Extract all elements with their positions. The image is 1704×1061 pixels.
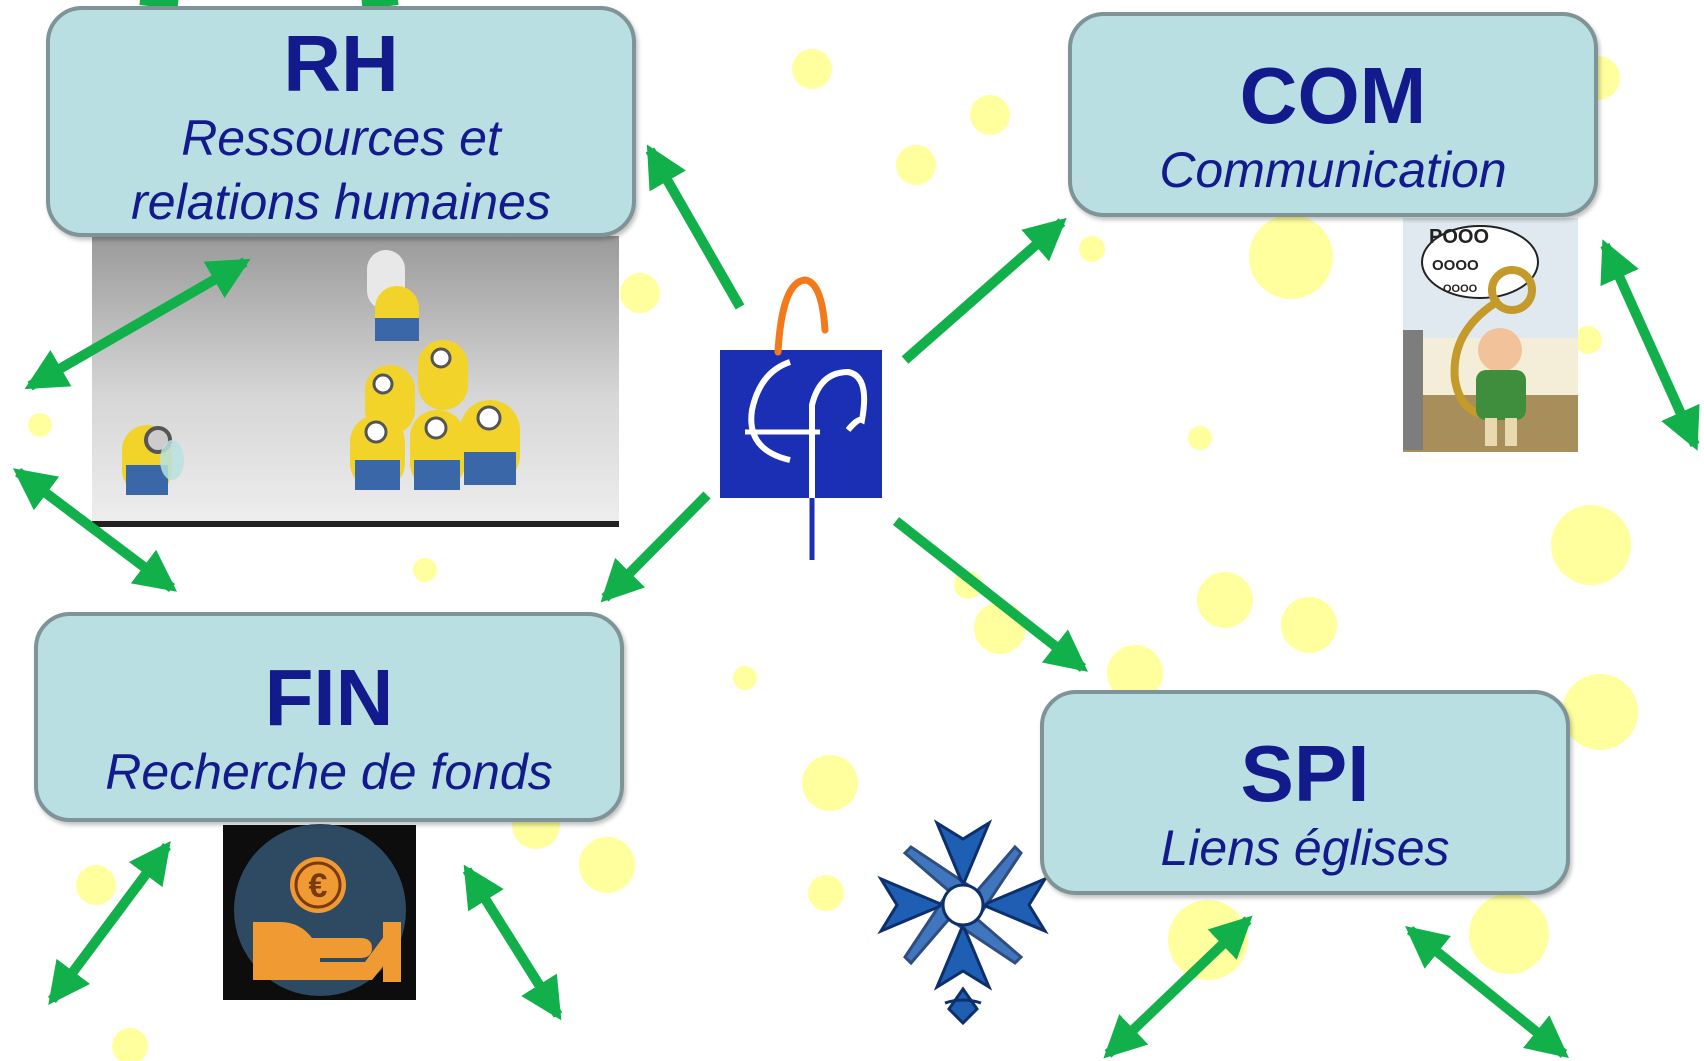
spi-box: SPI Liens églises: [1040, 690, 1570, 895]
fin-box: FIN Recherche de fonds: [34, 612, 624, 822]
arrow-logo-to-rh: [645, 144, 745, 310]
arrow-com-right-bidirectional: [1600, 239, 1700, 451]
euro-hand-icon: €: [223, 824, 416, 1000]
arrow-rh-fin-bidirectional: [12, 468, 178, 592]
arrow-top-left-fragment: [139, 0, 179, 9]
fin-code: FIN: [264, 653, 394, 742]
svg-text:€: €: [309, 867, 328, 905]
spi-desc: Liens églises: [1160, 820, 1450, 876]
minion-pile: [350, 250, 520, 490]
spi-code: SPI: [1240, 729, 1370, 818]
com-code: COM: [1239, 51, 1427, 140]
arrow-spi-right-bidirectional: [1405, 926, 1569, 1058]
com-desc: Communication: [1159, 142, 1507, 198]
arrow-fin-left-bidirectional: [47, 840, 172, 1006]
arrow-rh-photo-bidirectional: [24, 257, 251, 391]
arrows: [12, 0, 1700, 1059]
com-box: COM Communication: [1068, 12, 1598, 217]
arrow-logo-to-fin: [600, 491, 711, 603]
rh-code: RH: [283, 19, 399, 108]
comic-shout-text: POOO: [1429, 226, 1489, 248]
huguenot-cross-icon: [877, 819, 1049, 1026]
arrow-spi-left-bidirectional: [1103, 915, 1253, 1059]
epf-logo-icon: [720, 276, 882, 560]
arrow-fin-right-bidirectional: [462, 864, 563, 1021]
asterix-horn-comic: POOO OOOO OOOO: [1403, 218, 1578, 452]
comic-line2-text: OOOO: [1432, 257, 1479, 274]
rh-box: RH Ressources et relations humaines: [46, 6, 636, 237]
arrow-top-left-fragment-2: [361, 0, 399, 9]
arrow-logo-to-spi: [892, 517, 1088, 672]
rh-desc-line2: relations humaines: [131, 174, 551, 230]
arrow-logo-to-com: [901, 217, 1067, 364]
fin-desc: Recherche de fonds: [105, 744, 553, 800]
rh-desc-line1: Ressources et: [181, 110, 501, 166]
minions-photo: [92, 236, 619, 527]
comic-line3-text: OOOO: [1443, 283, 1478, 295]
